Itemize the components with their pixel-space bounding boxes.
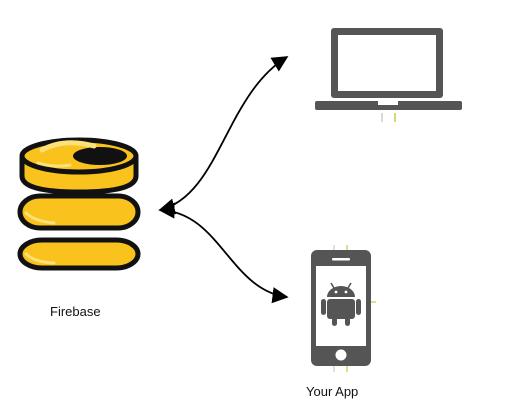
database-icon <box>17 137 141 271</box>
connector-firebase-app <box>158 202 289 304</box>
android-icon <box>321 282 361 326</box>
laptop-icon <box>315 28 462 122</box>
connector-firebase-laptop <box>158 56 289 215</box>
your-app-label: Your App <box>306 384 359 399</box>
firebase-label: Firebase <box>50 304 101 319</box>
android-phone-icon <box>311 245 376 372</box>
